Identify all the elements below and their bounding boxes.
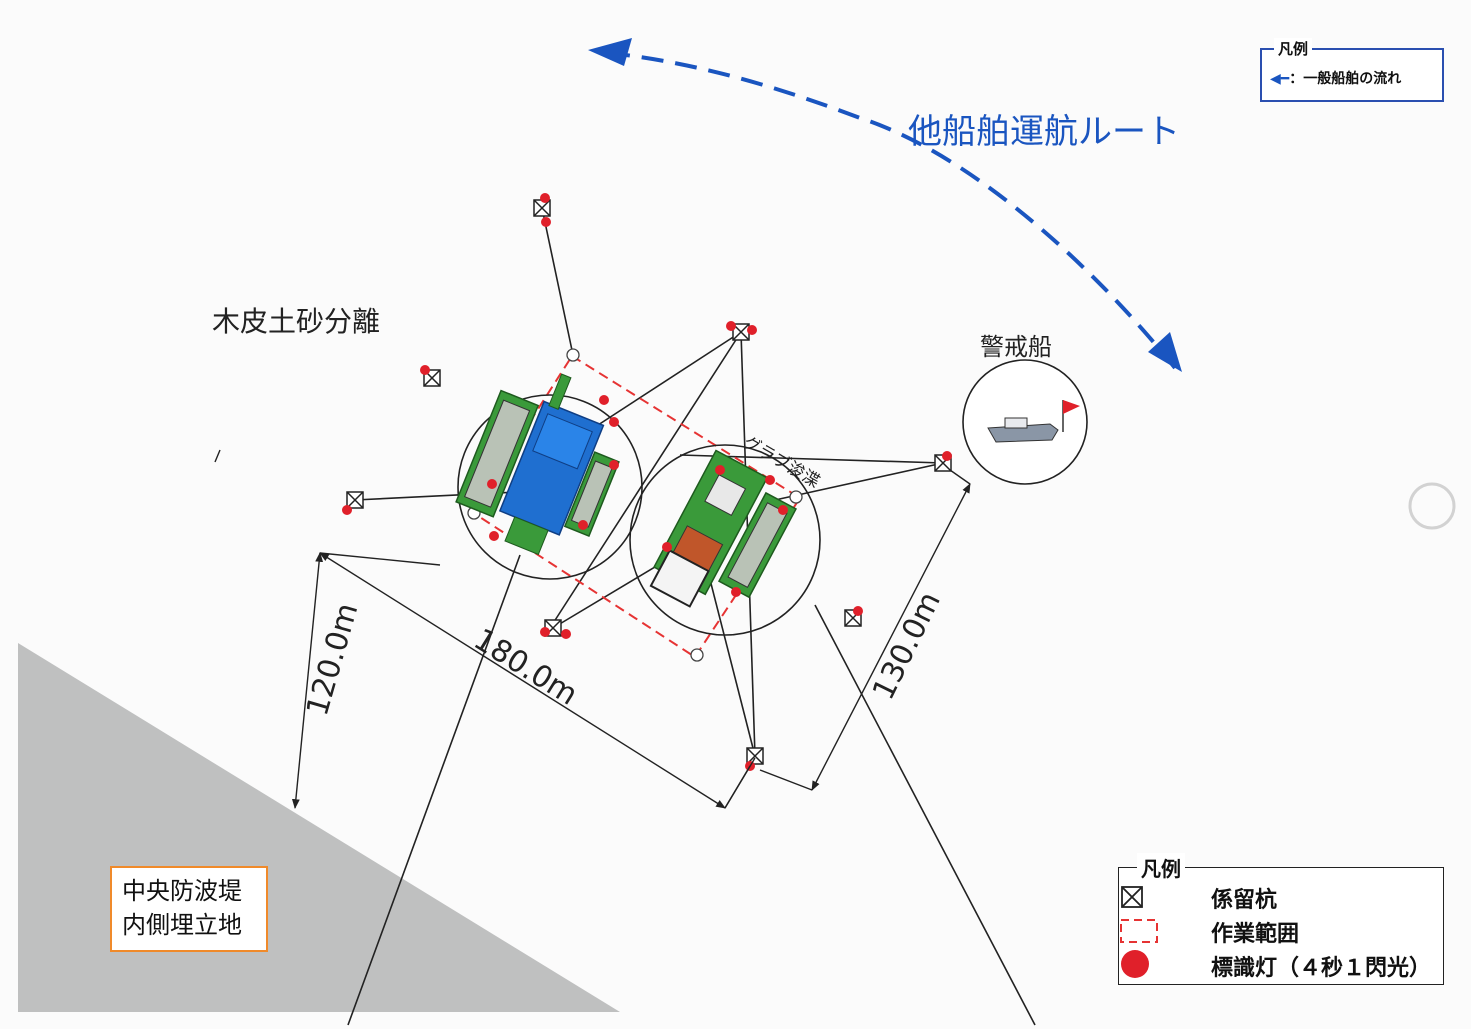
legend-symbols: 凡例 係留杭 作業範囲 標識灯（４秒１閃光） (1118, 853, 1444, 985)
separation-barge (455, 373, 620, 556)
marker-light-icon (1121, 950, 1149, 978)
legend-item-pile: 係留杭 (1211, 888, 1278, 913)
legend-item-light: 標識灯（４秒１閃光） (1211, 956, 1432, 981)
legend-ship-flow: 凡例 ◀━：一般船舶の流れ (1260, 38, 1444, 102)
separation-label: 木皮土砂分離 (212, 305, 381, 338)
blue-arrow-icon: ◀━ (1270, 71, 1290, 87)
route-arrow-left-icon (588, 38, 632, 66)
grab-dredger (649, 449, 797, 608)
work-area-icon (1120, 919, 1158, 943)
guard-boat-icon (987, 400, 1080, 443)
edge-circle-mark (1408, 482, 1456, 530)
marker-lights (342, 193, 952, 771)
land-label-line2: 内側埋立地 (122, 911, 242, 939)
route-arrow-right-icon (1148, 332, 1182, 372)
dimension-lines (214, 449, 971, 809)
route-curve (599, 50, 1177, 370)
guard-boat-label: 警戒船 (980, 333, 1052, 361)
land-label-box: 中央防波堤 内側埋立地 (110, 866, 268, 952)
route-label: 他船舶運航ルート (908, 112, 1180, 152)
legend-item-work-area: 作業範囲 (1211, 922, 1300, 947)
legend-top-title: 凡例 (1274, 38, 1313, 59)
mooring-pile-icon (1121, 886, 1143, 908)
land-label-line1: 中央防波堤 (122, 877, 242, 905)
legend-top-item: ◀━：一般船舶の流れ (1270, 71, 1402, 87)
legend-bottom-title: 凡例 (1137, 853, 1185, 882)
